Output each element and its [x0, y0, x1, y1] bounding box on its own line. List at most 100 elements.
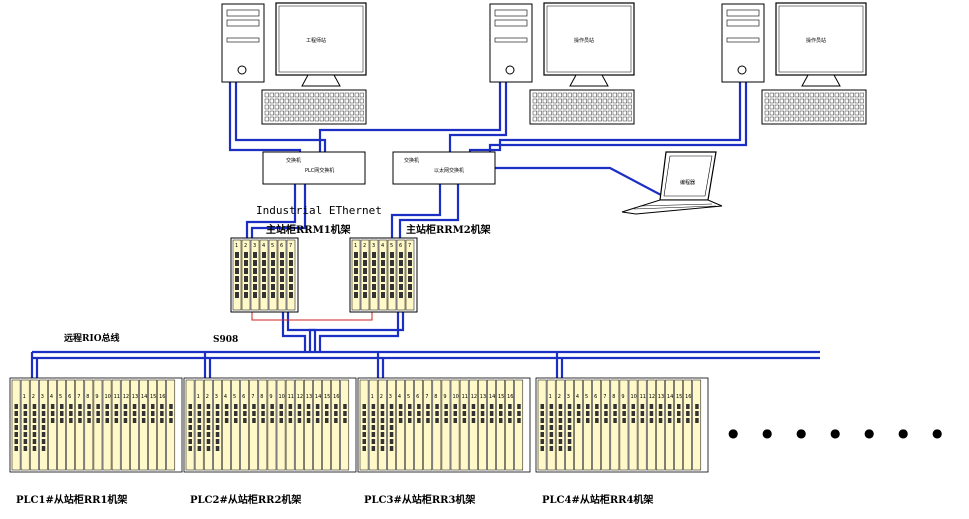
continuation-dot: ● [762, 426, 772, 440]
slave-module: 6 [414, 379, 423, 471]
slave-module: 6 [240, 379, 249, 471]
rio-bus-label: 远程RIO总线 [64, 332, 120, 344]
slave-module [537, 379, 547, 471]
slave-module [11, 379, 21, 471]
slot-number: 5 [585, 394, 588, 400]
slot-number: 13 [306, 394, 312, 400]
slave-rack-label: PLC4#从站柜RR4机架 [542, 493, 653, 506]
slave-module: 4 [574, 379, 583, 471]
slot-number: 2 [244, 243, 247, 249]
slot-number: 3 [41, 394, 44, 400]
continuation-dot: ● [864, 426, 874, 440]
slave-module: 15 [496, 379, 505, 471]
slave-module: 2 [29, 379, 39, 471]
slave-module: 15 [322, 379, 331, 471]
slave-module: 7 [601, 379, 611, 471]
master-module: 4 [259, 239, 269, 311]
slot-number: 8 [612, 394, 615, 400]
slot-number: 4 [381, 243, 384, 249]
slave-module: 6 [66, 379, 75, 471]
slot-number: 1 [235, 243, 238, 249]
continuation-dot: ● [898, 426, 908, 440]
slot-number: 13 [480, 394, 486, 400]
slot-number: 11 [288, 394, 294, 400]
tower-icon [221, 3, 265, 83]
slave-module: 5 [583, 379, 592, 471]
slot-number: 14 [315, 394, 321, 400]
slave-module: 14 [665, 379, 674, 471]
slot-number: 7 [425, 394, 428, 400]
slave-module: 6 [592, 379, 601, 471]
slot-number: 10 [105, 394, 111, 400]
slot-number: 10 [631, 394, 637, 400]
slot-number: 6 [280, 243, 283, 249]
slave-module: 4 [222, 379, 231, 471]
switch-1-left-label: 交换机 [286, 157, 301, 164]
screen-label: 工程师站 [306, 37, 326, 44]
slot-number: 12 [123, 394, 129, 400]
network-cabling [30, 82, 820, 378]
master-module: 7 [286, 239, 296, 311]
slave-module: 5 [57, 379, 66, 471]
slave-module: 1 [194, 379, 204, 471]
slave-module: 1 [546, 379, 556, 471]
slot-number: 11 [114, 394, 120, 400]
slave-module: 16 [505, 379, 514, 471]
master-module: 6 [277, 239, 287, 311]
slot-number: 1 [354, 243, 357, 249]
slot-number: 5 [390, 243, 393, 249]
master-module: 3 [250, 239, 260, 311]
slave-module: 4 [396, 379, 405, 471]
slot-number: 6 [242, 394, 245, 400]
slave-module: 15 [148, 379, 157, 471]
master-module: 4 [378, 239, 388, 311]
slot-number: 2 [363, 243, 366, 249]
slave-rack-label: PLC3#从站柜RR3机架 [364, 493, 475, 506]
slot-number: 7 [408, 243, 411, 249]
slave-module: 15 [674, 379, 683, 471]
slave-module: 3 [387, 379, 396, 471]
slot-number: 9 [443, 394, 446, 400]
slot-number: 2 [380, 394, 383, 400]
slot-number: 10 [453, 394, 459, 400]
tower-icon [489, 3, 533, 83]
slave-module: 12 [646, 379, 656, 471]
switch-2-left-label: 交换机 [404, 157, 419, 164]
slot-number: 9 [269, 394, 272, 400]
slave-module: 9 [441, 379, 451, 471]
slave-module: 2 [203, 379, 213, 471]
slot-number: 5 [407, 394, 410, 400]
slave-module: 9 [93, 379, 103, 471]
slave-module: 10 [276, 379, 286, 471]
monitor-icon: 操作员站 [543, 2, 635, 87]
slot-number: 6 [416, 394, 419, 400]
slave-module: 8 [84, 379, 94, 471]
slot-number: 14 [667, 394, 673, 400]
slave-module: 11 [459, 379, 469, 471]
slave-module [340, 379, 350, 471]
slave-module: 14 [313, 379, 322, 471]
keyboard-icon [529, 89, 635, 125]
slot-number: 14 [141, 394, 147, 400]
slot-number: 16 [333, 394, 339, 400]
slave-module: 14 [139, 379, 148, 471]
slot-number: 12 [297, 394, 303, 400]
slave-module: 1 [20, 379, 30, 471]
continuation-dot: ● [932, 426, 942, 440]
slot-number: 1 [197, 394, 200, 400]
slot-number: 2 [32, 394, 35, 400]
workstation-1: 工程师站 [221, 2, 367, 125]
slave-module: 8 [432, 379, 442, 471]
monitor-icon: 操作员站 [775, 2, 867, 87]
slave-module: 12 [468, 379, 478, 471]
slot-number: 15 [324, 394, 330, 400]
tower-icon [721, 3, 765, 83]
switch-2: 交换机 以太网交换机 [392, 151, 496, 185]
slave-module: 11 [285, 379, 295, 471]
